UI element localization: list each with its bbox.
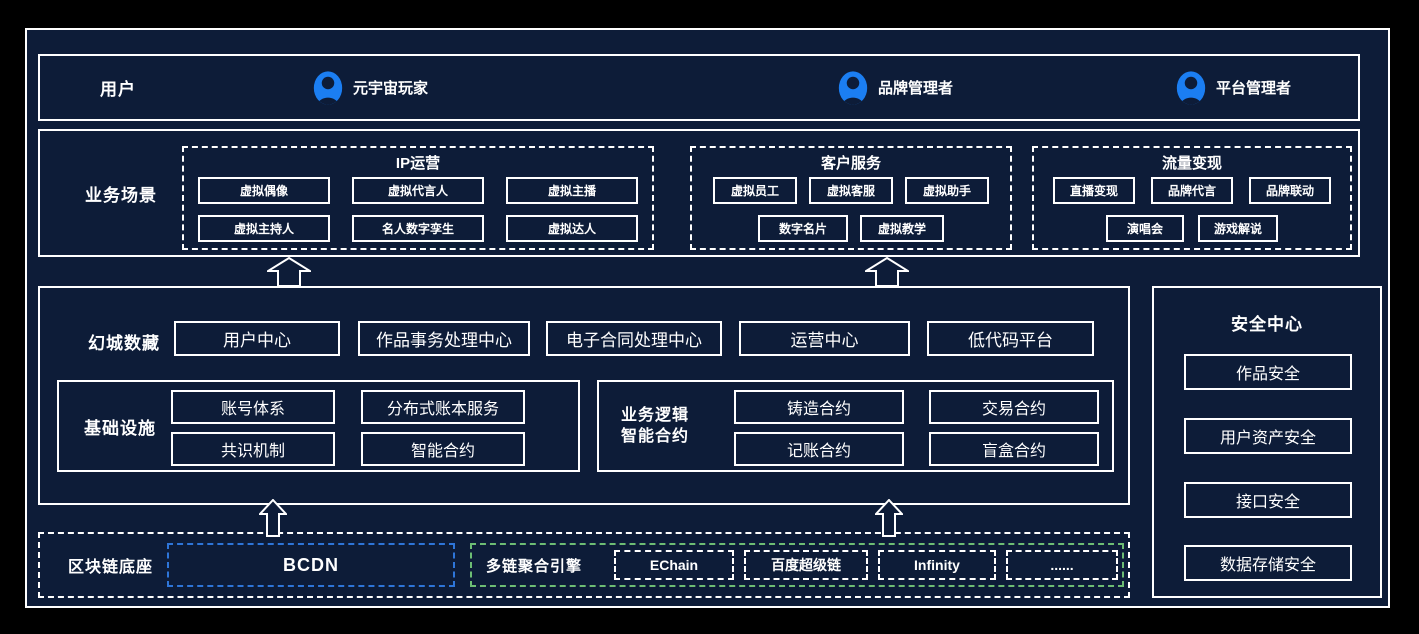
- scenario-chip: 直播变现: [1053, 177, 1135, 204]
- scenario-chip: 品牌代言: [1151, 177, 1233, 204]
- user-name: 平台管理者: [1216, 80, 1292, 97]
- logic-contracts-box: 业务逻辑 智能合约 铸造合约 交易合约 记账合约 盲盒合约: [597, 380, 1114, 472]
- up-arrow-icon: [267, 257, 311, 287]
- center-box: 作品事务处理中心: [358, 321, 530, 356]
- scenario-chip: 虚拟主播: [506, 177, 638, 204]
- scenario-chip: 虚拟教学: [860, 215, 944, 242]
- platform-box: 幻城数藏 用户中心 作品事务处理中心 电子合同处理中心 运营中心 低代码平台 基…: [38, 286, 1130, 505]
- scenario-group-customer-service: 客户服务 虚拟员工 虚拟客服 虚拟助手 数字名片 虚拟教学: [690, 146, 1012, 250]
- scenario-chip: 虚拟助手: [905, 177, 989, 204]
- up-arrow-icon: [875, 499, 903, 537]
- security-title: 安全中心: [1231, 315, 1303, 334]
- scenario-group-ip: IP运营 虚拟偶像 虚拟代言人 虚拟主播 虚拟主持人 名人数字孪生 虚拟达人: [182, 146, 654, 250]
- security-item: 作品安全: [1184, 354, 1352, 390]
- center-box: 用户中心: [174, 321, 340, 356]
- user-brand-manager: 品牌管理者: [838, 56, 953, 119]
- contract-cell: 铸造合约: [734, 390, 904, 424]
- user-icon: [313, 70, 343, 106]
- infra-cell: 账号体系: [171, 390, 335, 424]
- blockchain-base-box: 区块链底座 BCDN 多链聚合引擎 EChain 百度超级链 Infinity …: [38, 532, 1130, 598]
- platform-label: 幻城数藏: [88, 334, 160, 353]
- chain-box: EChain: [614, 550, 734, 580]
- contract-cell: 盲盒合约: [929, 432, 1099, 466]
- up-arrow-icon: [865, 257, 909, 287]
- user-name: 元宇宙玩家: [353, 80, 429, 97]
- security-center-box: 安全中心 作品安全 用户资产安全 接口安全 数据存储安全: [1152, 286, 1382, 598]
- scenario-chip: 数字名片: [758, 215, 848, 242]
- scenario-chip: 演唱会: [1106, 215, 1184, 242]
- user-icon: [1176, 70, 1206, 106]
- scenario-chip: 虚拟代言人: [352, 177, 484, 204]
- infrastructure-box: 基础设施 账号体系 分布式账本服务 共识机制 智能合约: [57, 380, 580, 472]
- scenario-chip: 名人数字孪生: [352, 215, 484, 242]
- scenario-chip: 虚拟偶像: [198, 177, 330, 204]
- scenario-group-title: 流量变现: [1161, 155, 1222, 172]
- scenario-chip: 虚拟主持人: [198, 215, 330, 242]
- blockchain-base-label: 区块链底座: [68, 559, 154, 576]
- security-item: 数据存储安全: [1184, 545, 1352, 581]
- users-row-label: 用户: [100, 80, 136, 99]
- security-item: 接口安全: [1184, 482, 1352, 518]
- logic-label-line1: 业务逻辑: [621, 407, 690, 424]
- chain-box: Infinity: [878, 550, 996, 580]
- scenario-group-title: IP运营: [395, 155, 441, 172]
- infra-cell: 共识机制: [171, 432, 335, 466]
- scenario-group-title: 客户服务: [820, 155, 881, 172]
- infra-cell: 智能合约: [361, 432, 525, 466]
- user-icon: [838, 70, 868, 106]
- center-box: 电子合同处理中心: [546, 321, 722, 356]
- scenarios-row-label: 业务场景: [85, 185, 157, 205]
- user-metaverse-player: 元宇宙玩家: [313, 56, 428, 119]
- contract-cell: 交易合约: [929, 390, 1099, 424]
- multichain-engine-label: 多链聚合引擎: [486, 557, 583, 575]
- logic-label: 业务逻辑 智能合约: [621, 382, 689, 470]
- infra-cell: 分布式账本服务: [361, 390, 525, 424]
- chain-box: ......: [1006, 550, 1118, 580]
- security-item: 用户资产安全: [1184, 418, 1352, 454]
- bcdn-box: BCDN: [167, 543, 455, 587]
- center-box: 运营中心: [739, 321, 910, 356]
- bcdn-label: BCDN: [283, 554, 339, 575]
- scenario-chip: 虚拟客服: [809, 177, 893, 204]
- scenario-chip: 虚拟员工: [713, 177, 797, 204]
- user-platform-manager: 平台管理者: [1176, 56, 1291, 119]
- scenario-chip: 游戏解说: [1198, 215, 1278, 242]
- scenarios-row: 业务场景 IP运营 虚拟偶像 虚拟代言人 虚拟主播 虚拟主持人 名人数字孪生 虚…: [38, 129, 1360, 257]
- infrastructure-label: 基础设施: [84, 418, 156, 438]
- multichain-engine-box: 多链聚合引擎 EChain 百度超级链 Infinity ......: [470, 543, 1124, 587]
- up-arrow-icon: [259, 499, 287, 537]
- user-name: 品牌管理者: [878, 80, 954, 97]
- chain-box: 百度超级链: [744, 550, 868, 580]
- scenario-group-monetization: 流量变现 直播变现 品牌代言 品牌联动 演唱会 游戏解说: [1032, 146, 1352, 250]
- contract-cell: 记账合约: [734, 432, 904, 466]
- scenario-chip: 品牌联动: [1249, 177, 1331, 204]
- center-box: 低代码平台: [927, 321, 1094, 356]
- users-row: 用户 元宇宙玩家: [38, 54, 1360, 121]
- scenario-chip: 虚拟达人: [506, 215, 638, 242]
- logic-label-line2: 智能合约: [621, 428, 690, 445]
